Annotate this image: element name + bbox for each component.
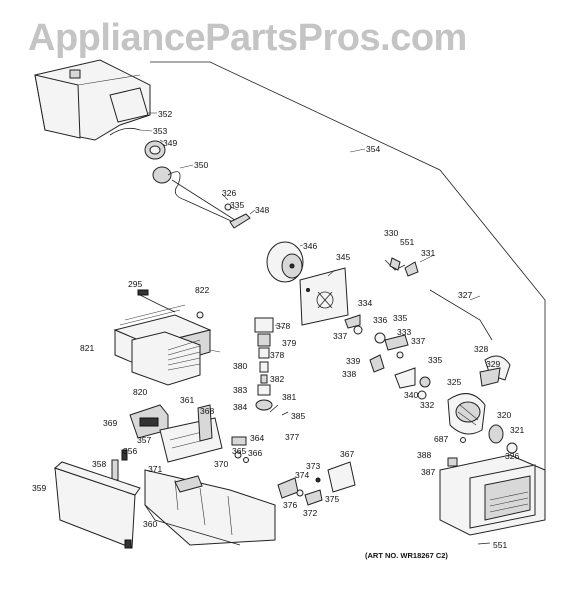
- callout-345: 345: [336, 252, 350, 262]
- callout-327: 327: [458, 290, 472, 300]
- callout-332: 332: [420, 400, 434, 410]
- callout-380: 380: [233, 361, 247, 371]
- ice-ejector-parts: [109, 127, 251, 229]
- arm-switch-parts: [344, 257, 493, 400]
- callout-357: 357: [137, 435, 151, 445]
- callout-382: 382: [270, 374, 284, 384]
- small-switch-parts: [277, 461, 356, 506]
- callout-320: 320: [497, 410, 511, 420]
- callout-371: 371: [148, 464, 162, 474]
- callout-337: 337: [333, 331, 347, 341]
- ice-bucket-part: [34, 59, 151, 141]
- callout-326: 326: [222, 188, 236, 198]
- callout-340: 340: [404, 390, 418, 400]
- callout-335-c: 335: [428, 355, 442, 365]
- callout-321: 321: [510, 425, 524, 435]
- art-number: (ART NO. WR18267 C2): [365, 551, 448, 560]
- callout-377: 377: [285, 432, 299, 442]
- callout-334: 334: [358, 298, 372, 308]
- callout-820: 820: [133, 387, 147, 397]
- callout-348: 348: [255, 205, 269, 215]
- gear-motor-part: [266, 241, 304, 283]
- callout-354: 354: [366, 144, 380, 154]
- callout-369: 369: [103, 418, 117, 428]
- callout-370: 370: [214, 459, 228, 469]
- callout-360: 360: [143, 519, 157, 529]
- mounting-plate-part: [299, 267, 349, 326]
- callout-330: 330: [384, 228, 398, 238]
- callout-331: 331: [421, 248, 435, 258]
- callout-388: 388: [417, 450, 431, 460]
- callout-822: 822: [195, 285, 209, 295]
- leader-lines: [139, 112, 481, 353]
- timer-board-parts: [111, 404, 249, 481]
- callout-335: 335: [230, 200, 244, 210]
- control-module-part: [113, 289, 212, 386]
- callout-labels: 352 353 349 350 326 335 348 346 354 330 …: [32, 109, 524, 550]
- callout-339: 339: [346, 356, 360, 366]
- callout-367: 367: [340, 449, 354, 459]
- callout-328: 328: [474, 344, 488, 354]
- callout-364: 364: [250, 433, 264, 443]
- callout-350: 350: [194, 160, 208, 170]
- callout-337-b: 337: [411, 336, 425, 346]
- callout-353: 353: [153, 126, 167, 136]
- callout-551: 551: [400, 237, 414, 247]
- callout-384: 384: [233, 402, 247, 412]
- callout-361: 361: [180, 395, 194, 405]
- thermostat-stack-part: [254, 317, 289, 416]
- callout-295: 295: [128, 279, 142, 289]
- callout-336: 336: [373, 315, 387, 325]
- callout-333: 333: [397, 327, 411, 337]
- callout-372: 372: [303, 508, 317, 518]
- callout-352: 352: [158, 109, 172, 119]
- callout-325: 325: [447, 377, 461, 387]
- fan-housing-part: [439, 454, 546, 545]
- callout-368: 368: [200, 406, 214, 416]
- shield-cover-part: [54, 461, 141, 549]
- callout-365: 365: [232, 446, 246, 456]
- callout-687: 687: [434, 434, 448, 444]
- bottom-tray-part: [144, 469, 276, 546]
- fill-cup-assembly-part: [447, 355, 518, 454]
- callout-338: 338: [342, 369, 356, 379]
- callout-374: 374: [295, 470, 309, 480]
- callout-329: 329: [486, 359, 500, 369]
- callout-376: 376: [283, 500, 297, 510]
- assembly-boundary-line: [150, 61, 546, 490]
- callout-356: 356: [123, 446, 137, 456]
- callout-387: 387: [421, 467, 435, 477]
- callout-349: 349: [163, 138, 177, 148]
- callout-379: 379: [282, 338, 296, 348]
- callout-378-top: 378: [276, 321, 290, 331]
- callout-358: 358: [92, 459, 106, 469]
- callout-326-b: 326: [505, 451, 519, 461]
- callout-359: 359: [32, 483, 46, 493]
- callout-373: 373: [306, 461, 320, 471]
- callout-551-b: 551: [493, 540, 507, 550]
- callout-378: 378: [270, 350, 284, 360]
- callout-821: 821: [80, 343, 94, 353]
- callout-381: 381: [282, 392, 296, 402]
- callout-346: 346: [303, 241, 317, 251]
- callout-385: 385: [291, 411, 305, 421]
- watermark: AppliancePartsPros.com: [28, 17, 467, 59]
- callout-375: 375: [325, 494, 339, 504]
- callout-383: 383: [233, 385, 247, 395]
- callout-366: 366: [248, 448, 262, 458]
- callout-335-b: 335: [393, 313, 407, 323]
